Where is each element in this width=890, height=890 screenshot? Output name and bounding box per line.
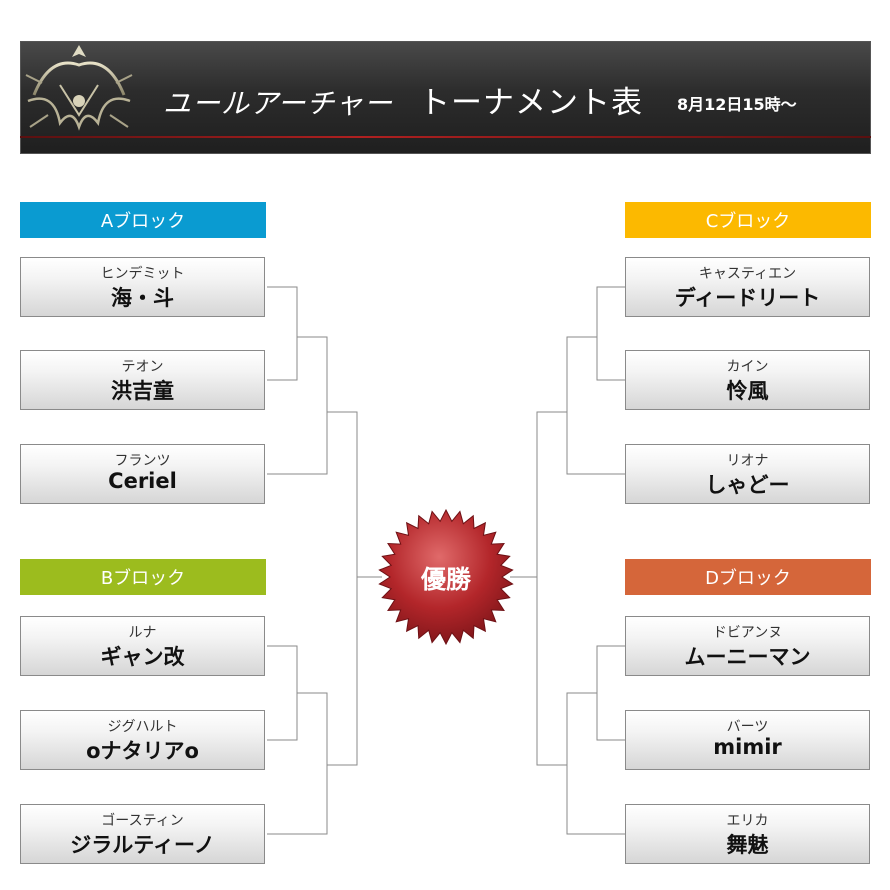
player-name: 怜風 <box>726 379 769 403</box>
player-name: ムーニーマン <box>684 645 811 669</box>
player-name: 海・斗 <box>111 286 174 310</box>
bracket-line-a1 <box>267 286 298 381</box>
player-name: 舞魅 <box>726 833 769 857</box>
player-card-d1: ドビアンヌ ムーニーマン <box>625 616 870 676</box>
bracket-line-b1 <box>267 645 298 741</box>
page-title: ユールアーチャートーナメント表 <box>163 77 643 122</box>
player-card-d3: エリカ 舞魅 <box>625 804 870 864</box>
player-name: oナタリアo <box>86 739 199 763</box>
player-reading: ジグハルト <box>107 719 178 735</box>
player-card-b3: ゴースティン ジラルティーノ <box>20 804 265 864</box>
bracket-line-a2 <box>267 336 328 475</box>
title-main: ユールアーチャー <box>163 87 394 120</box>
event-date: 8月12日15時〜 <box>677 95 797 114</box>
player-reading: ヒンデミット <box>100 266 185 282</box>
bracket-line-d2 <box>566 692 625 835</box>
champion-label: 優勝 <box>420 565 471 594</box>
player-card-a3: フランツ Ceriel <box>20 444 265 504</box>
header-accent-line <box>20 136 871 138</box>
bracket-line-left-final <box>327 411 358 766</box>
player-name: 洪吉童 <box>111 379 174 403</box>
player-reading: ドビアンヌ <box>712 625 783 641</box>
player-name: Ceriel <box>108 469 177 493</box>
player-card-c3: リオナ しゃどー <box>625 444 870 504</box>
block-d-header: Dブロック <box>625 559 871 595</box>
player-card-b1: ルナ ギャン改 <box>20 616 265 676</box>
block-b-header: Bブロック <box>20 559 266 595</box>
player-reading: バーツ <box>726 719 769 735</box>
player-card-a2: テオン 洪吉童 <box>20 350 265 410</box>
player-name: mimir <box>713 735 782 759</box>
player-reading: ゴースティン <box>101 813 184 829</box>
player-reading: キャスティエン <box>698 266 797 282</box>
champion-starburst-icon <box>378 508 514 646</box>
player-reading: エリカ <box>726 813 769 829</box>
player-name: ディードリート <box>674 286 821 310</box>
bracket-line-c2 <box>566 336 625 475</box>
player-reading: ルナ <box>128 625 157 641</box>
player-name: ギャン改 <box>100 645 185 669</box>
player-card-c1: キャスティエン ディードリート <box>625 257 870 317</box>
bow-emblem-icon <box>25 39 133 161</box>
player-reading: フランツ <box>114 453 171 469</box>
block-a-header: Aブロック <box>20 202 266 238</box>
player-reading: リオナ <box>726 453 769 469</box>
player-name: ジラルティーノ <box>70 833 215 857</box>
player-reading: カイン <box>726 359 769 375</box>
bracket-line-b2 <box>267 692 328 835</box>
bracket-line-right-final <box>536 411 567 766</box>
player-name: しゃどー <box>705 473 790 497</box>
player-reading: テオン <box>121 359 164 375</box>
title-sub: トーナメント表 <box>419 85 644 121</box>
block-c-header: Cブロック <box>625 202 871 238</box>
header-banner: ユールアーチャートーナメント表 8月12日15時〜 <box>20 39 871 161</box>
player-card-d2: バーツ mimir <box>625 710 870 770</box>
player-card-c2: カイン 怜風 <box>625 350 870 410</box>
bracket-line-d1 <box>596 645 625 741</box>
player-card-a1: ヒンデミット 海・斗 <box>20 257 265 317</box>
player-card-b2: ジグハルト oナタリアo <box>20 710 265 770</box>
bracket-line-c1 <box>596 286 625 381</box>
